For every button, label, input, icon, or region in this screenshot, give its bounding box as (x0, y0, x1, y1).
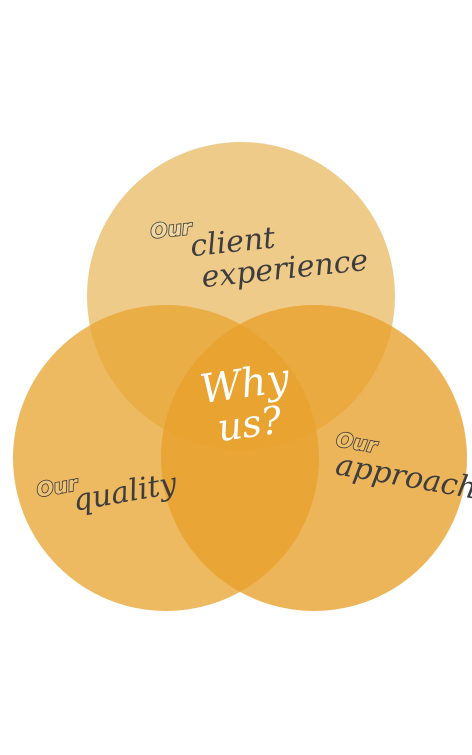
top-prefix: Our (149, 215, 194, 243)
top-circle-label: Our client experience (148, 214, 369, 295)
center-label: Why us? (197, 355, 293, 451)
right-circle (161, 305, 467, 611)
center-line2: us? (215, 398, 285, 451)
